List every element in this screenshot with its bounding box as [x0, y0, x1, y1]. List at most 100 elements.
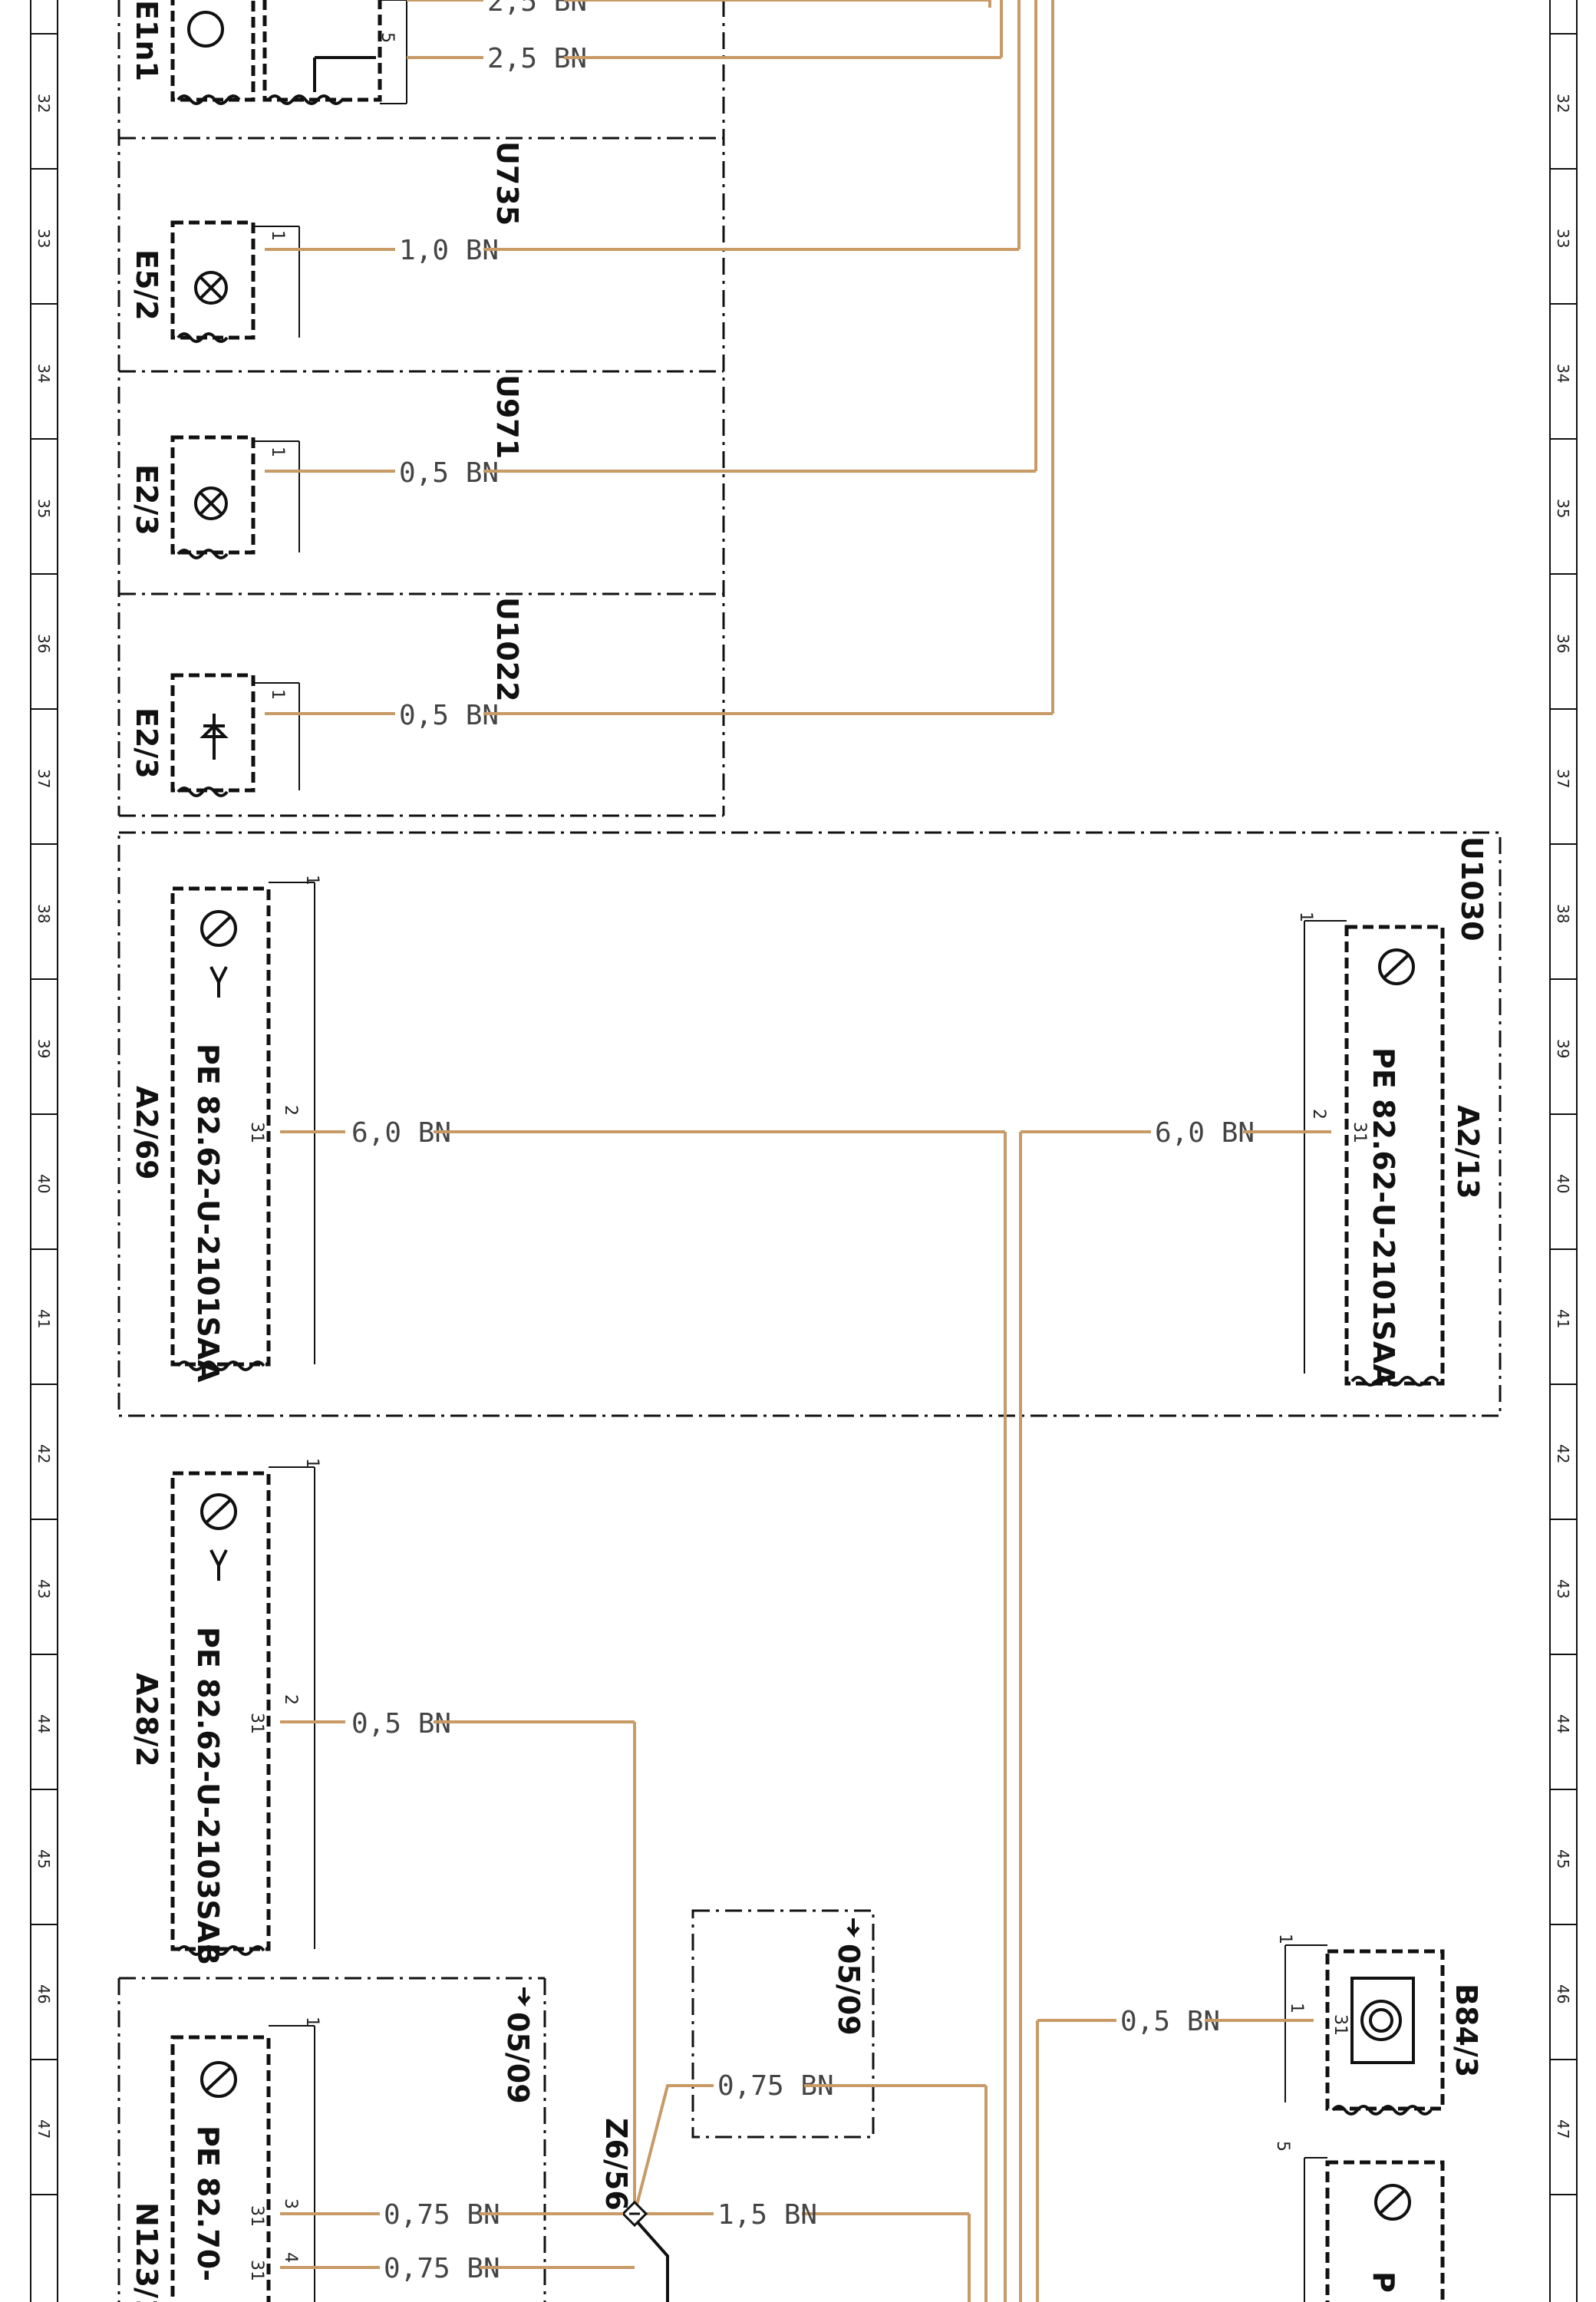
wire-label-e1n1-top: 2,5 BN	[487, 0, 587, 18]
ruler-number-left: 42	[35, 1444, 53, 1463]
component-e1n1	[170, 0, 407, 105]
ruler-number-left: 39	[35, 1039, 53, 1058]
label-e1n1: E1n1	[130, 0, 163, 81]
pin-e2-3-b: 1	[268, 689, 287, 700]
ref-05-09-left: 05/09	[501, 2012, 535, 2104]
left-ruler	[30, 0, 58, 2302]
part-no-a28-2: PE 82.62-U-2103SAB	[191, 1627, 225, 1965]
a28-2-wire	[280, 1720, 636, 2214]
wire-label-e2-3-b: 0,5 BN	[399, 700, 499, 731]
ruler-number-right: 33	[1554, 229, 1572, 248]
ruler-number-right: 34	[1554, 364, 1572, 383]
pin-bottom-right-5: 5	[1273, 2141, 1292, 2152]
pin-e1n1-5: 5	[378, 32, 397, 43]
ruler-number-right: 44	[1554, 1714, 1572, 1733]
ruler-number-left: 33	[35, 229, 53, 248]
z6-56-node	[621, 2200, 669, 2302]
ruler-number-right: 43	[1554, 1579, 1572, 1598]
pin-e2-3-a: 1	[268, 447, 287, 457]
ruler-number-left: 40	[35, 1174, 53, 1193]
ruler-number-left: 35	[35, 499, 53, 518]
u1030-wires	[280, 1130, 1331, 2302]
label-b84-3: B84/3	[1449, 1984, 1483, 2077]
pin-b84-3-31: 31	[1331, 2014, 1350, 2036]
pin-n123-1-3: 3	[281, 2198, 300, 2209]
pin-a2-69-2: 2	[281, 1105, 300, 1116]
top-wires	[265, 0, 1054, 715]
pin-n123-1-31a: 31	[247, 2205, 266, 2227]
ruler-number-left: 45	[35, 1849, 53, 1868]
b84-3-wire	[1036, 2019, 1314, 2302]
component-e5-2	[170, 220, 300, 343]
wire-label-b84-3: 0,5 BN	[1120, 2006, 1220, 2037]
frame-label-u1030: U1030	[1455, 836, 1489, 942]
pin-a28-2-2: 2	[281, 1694, 300, 1705]
pin-a28-2-top: 1	[302, 1458, 322, 1469]
ruler-number-right: 35	[1554, 499, 1572, 518]
wire-label-a28-2: 0,5 BN	[351, 1708, 451, 1740]
ruler-number-left: 37	[35, 769, 53, 788]
label-a2-69: A2/69	[130, 1086, 163, 1180]
ruler-number-left: 32	[35, 94, 53, 113]
ruler-number-right: 37	[1554, 769, 1572, 788]
ruler-number-right: 36	[1554, 634, 1572, 653]
ruler-number-left: 36	[35, 634, 53, 653]
part-no-a2-13: PE 82.62-U-2101SAA	[1367, 1047, 1400, 1387]
ruler-number-left: 34	[35, 364, 53, 383]
label-a28-2: A28/2	[130, 1673, 163, 1767]
n123-1-wires	[280, 2212, 635, 2269]
label-z6-56: Z6/56	[599, 2118, 633, 2211]
ruler-ticks: 31 31 32 32 33 33 34 34 35 35 36 36 37 37 38 38 39 39 40 40…	[31, 33, 1577, 2195]
top-frame	[117, 0, 725, 817]
component-e2-3-b	[170, 673, 300, 797]
pin-a2-69-31: 31	[247, 1122, 266, 1143]
pin-a2-69-top: 1	[302, 875, 322, 886]
ruler-number-right: 39	[1554, 1039, 1572, 1058]
frame-u1030	[117, 831, 1502, 1417]
wire-label-e5-2: 1,0 BN	[399, 235, 499, 266]
ruler-number-left: 41	[35, 1309, 53, 1328]
label-a2-13: A2/13	[1451, 1105, 1485, 1199]
pin-e5-2: 1	[268, 230, 287, 241]
pin-a2-13-2: 2	[1309, 1109, 1328, 1120]
ref-05-09-center: 05/09	[832, 1944, 866, 2036]
pin-a28-2-31: 31	[247, 1713, 266, 1734]
pin-n123-1-top: 1	[302, 2017, 322, 2027]
ruler-number-right: 46	[1554, 1984, 1572, 2004]
label-n123-1: N123/1	[130, 2202, 163, 2302]
wire-label-z6-out: 1,5 BN	[717, 2199, 817, 2231]
wire-label-e2-3-a: 0,5 BN	[399, 457, 499, 489]
ruler-number-left: 38	[35, 904, 53, 923]
part-no-bottom-right: P	[1367, 2271, 1400, 2293]
label-e2-3-a: E2/3	[130, 464, 163, 536]
component-bottom-right	[1304, 2157, 1445, 2302]
component-a2-13	[1304, 920, 1445, 1387]
ruler-number-left: 46	[35, 1984, 53, 2004]
z6-56-wires	[633, 2084, 988, 2302]
ruler-number-right: 47	[1554, 2119, 1572, 2139]
component-b84-3	[1284, 1944, 1445, 2116]
component-a2-69	[170, 882, 315, 1371]
ruler-number-left: 43	[35, 1579, 53, 1598]
ruler-number-right: 42	[1554, 1444, 1572, 1463]
wire-label-a2-13: 6,0 BN	[1155, 1117, 1255, 1149]
ruler-number-right: 38	[1554, 904, 1572, 923]
pin-n123-1-31b: 31	[247, 2260, 266, 2281]
label-e2-3-b: E2/3	[130, 707, 163, 779]
right-ruler	[1549, 0, 1578, 2302]
part-no-a2-69: PE 82.62-U-2101SAA	[191, 1044, 225, 1383]
pin-b84-3-1: 1	[1287, 2003, 1306, 2013]
pin-a2-13-31: 31	[1350, 1122, 1369, 1143]
ruler-number-right: 41	[1554, 1309, 1572, 1328]
frame-label-u971: U971	[490, 374, 524, 459]
frame-n123-1	[117, 1977, 546, 2302]
ruler-number-right: 40	[1554, 1174, 1572, 1193]
part-no-n123-1: PE 82.70-	[191, 2126, 225, 2281]
ruler-number-left: 44	[35, 1714, 53, 1733]
ruler-number-right: 32	[1554, 94, 1572, 113]
pin-b84-3-top: 1	[1275, 1934, 1294, 1944]
ref-box-05-09-center	[691, 1909, 875, 2139]
ruler-number-right: 45	[1554, 1849, 1572, 1868]
frame-label-u735: U735	[490, 141, 524, 226]
